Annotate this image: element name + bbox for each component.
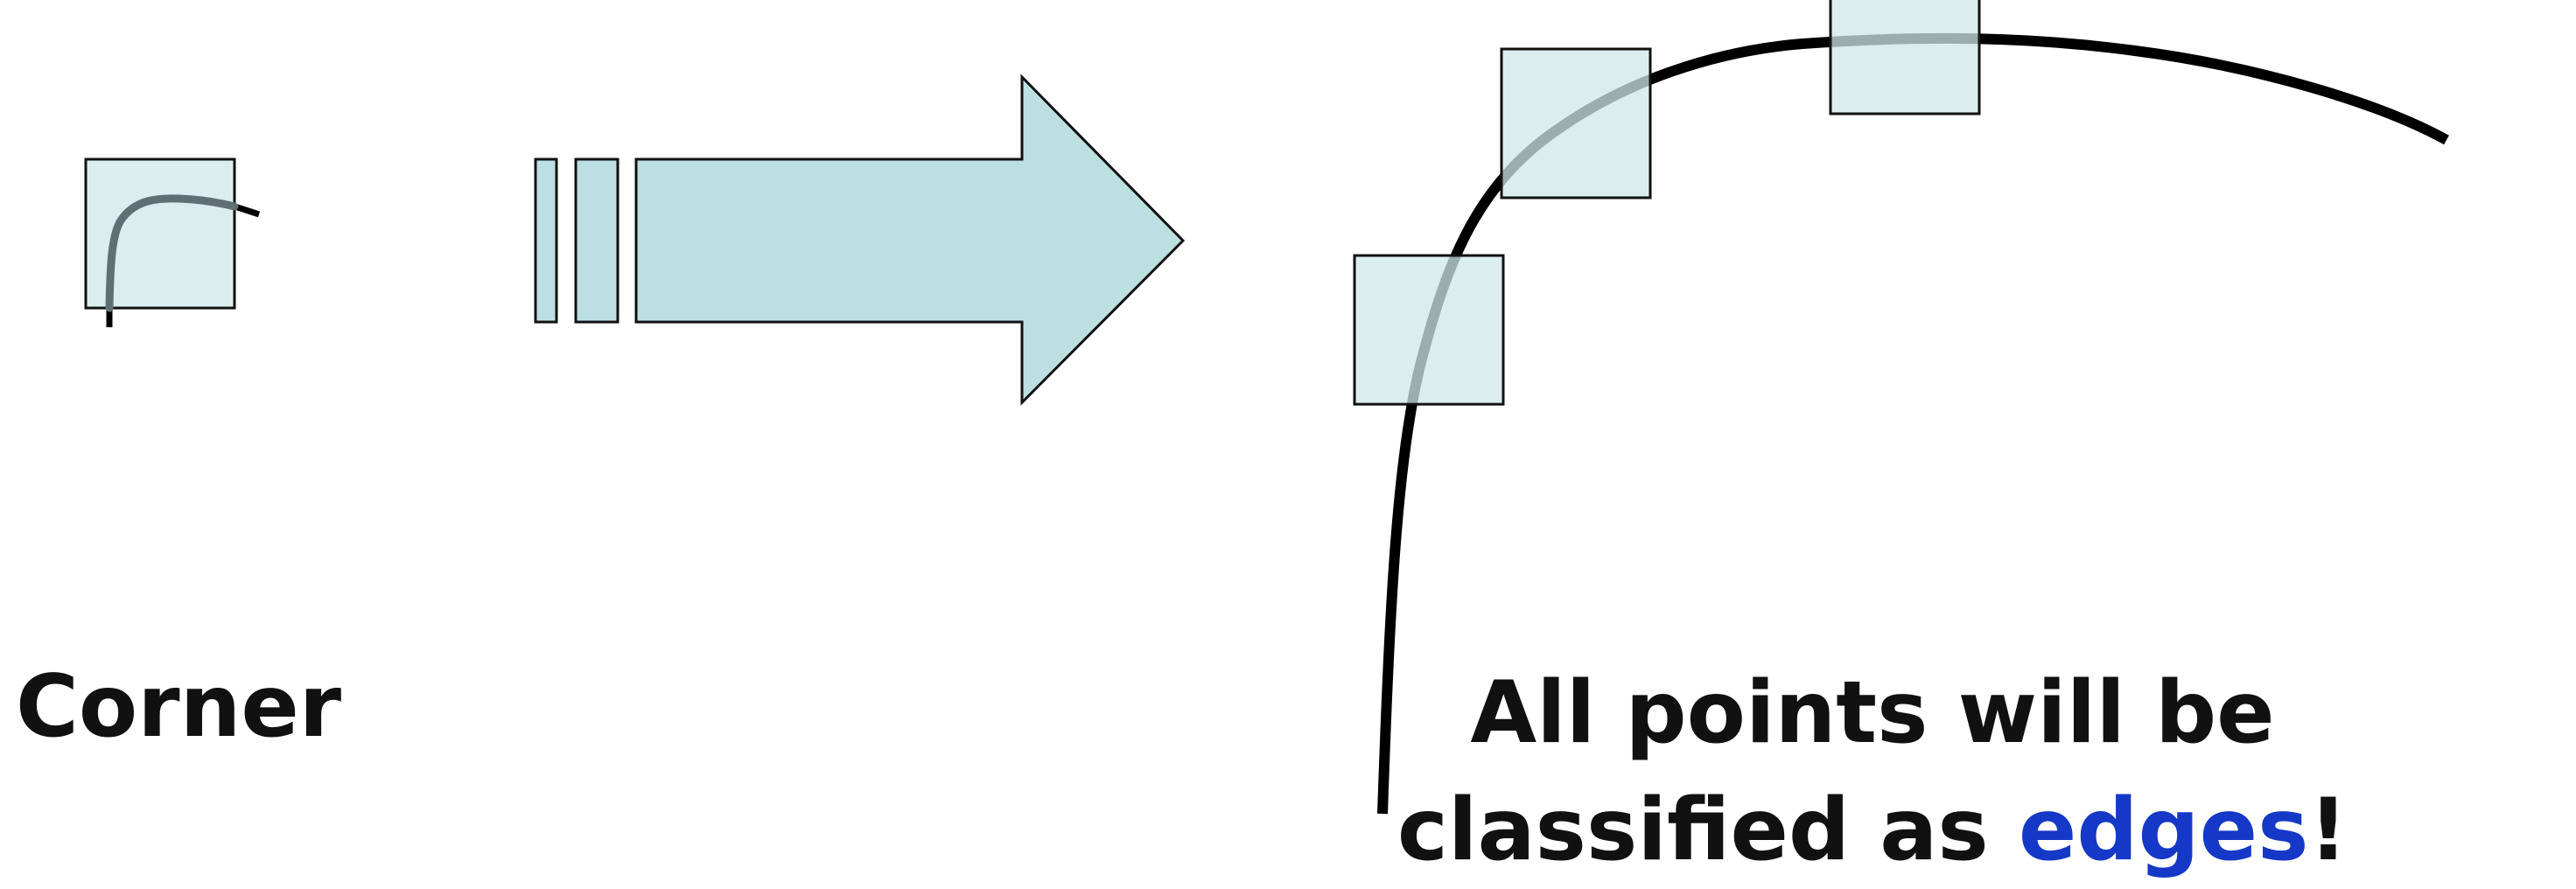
- edge-caption: All points will be classified as edges!: [1365, 654, 2380, 889]
- caption-exclamation: !: [2308, 780, 2348, 880]
- large-curve: [1377, 32, 2449, 815]
- edge-window-middle: [1500, 47, 1652, 200]
- corner-example: [84, 158, 261, 327]
- arrow-bar-medium: [574, 158, 620, 324]
- zoomed-curve-example: [1353, 0, 2449, 815]
- arrow-bar-thin: [534, 158, 558, 324]
- edge-window-lower: [1353, 254, 1505, 406]
- zoom-arrow-group: [534, 74, 1186, 406]
- caption-line-2: classified as edges!: [1365, 772, 2380, 889]
- caption-highlight-edges: edges: [2018, 780, 2309, 880]
- corner-curve-inside: [105, 194, 239, 312]
- edge-window-top: [1829, 0, 1981, 116]
- caption-line-2-prefix: classified as: [1396, 780, 2019, 880]
- caption-line-1: All points will be: [1470, 663, 2275, 763]
- zoom-arrow: [634, 74, 1186, 406]
- corner-label: Corner: [16, 657, 342, 757]
